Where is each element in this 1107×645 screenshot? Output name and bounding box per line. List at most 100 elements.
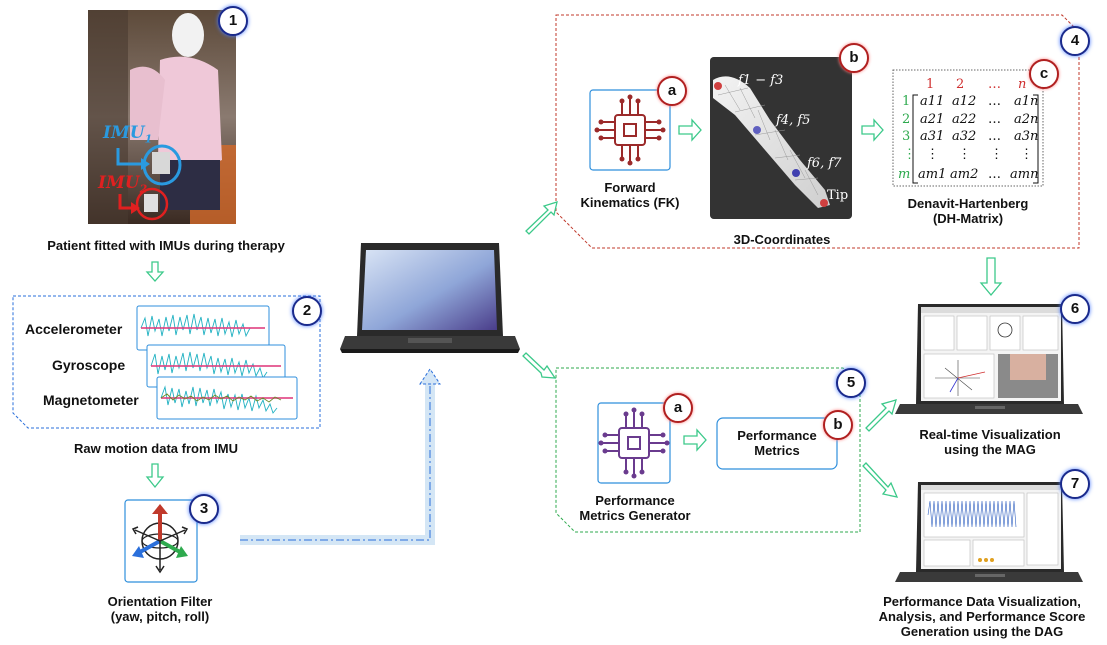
dh-cell: am2 [950, 167, 979, 182]
dag-laptop [895, 482, 1083, 582]
step-2-caption: Raw motion data from IMU [74, 441, 238, 456]
coords-caption: 3D-Coordinates [733, 232, 831, 247]
imu1-label: IMU1 [103, 123, 152, 145]
patient-photo [88, 10, 236, 224]
step-6-badge: 6 [1060, 294, 1090, 324]
wireless-path [240, 368, 441, 545]
dh-cell: a11 [920, 94, 945, 109]
step-2-badge: 2 [292, 296, 322, 326]
imu2-text: IMU [98, 173, 140, 193]
metrics-chip-icon [597, 402, 671, 484]
step-4a-badge: a [657, 76, 687, 106]
imu1-subscript: 1 [144, 132, 153, 146]
fk-caption-line2: Kinematics (FK) [580, 195, 680, 210]
imu1-text: IMU [103, 123, 145, 143]
dh-cell: ⋮ [926, 147, 939, 162]
dag-caption: Performance Data Visualization, Analysis… [862, 594, 1102, 639]
dh-cell: a1n [1014, 94, 1039, 109]
dh-cell: a21 [920, 112, 945, 127]
performance-metrics-label: Performance Metrics [717, 428, 837, 458]
step-3-caption-line1: Orientation Filter [107, 594, 213, 609]
step-4-badge: 4 [1060, 26, 1090, 56]
arrow-to-metrics [522, 352, 557, 379]
magnetometer-plot [156, 376, 298, 420]
dh-caption-line1: Denavit-Hartenberg [907, 196, 1029, 211]
arrow-to-fk [525, 201, 558, 235]
fk-section-frame [555, 14, 1080, 249]
arm-label-f4-f5: f4, f5 [776, 113, 811, 128]
imu2-label: IMU2 [98, 173, 147, 195]
arrow-raw-to-filter [145, 463, 165, 489]
dh-cell: a22 [952, 112, 977, 127]
step-3-caption: Orientation Filter (yaw, pitch, roll) [60, 594, 260, 624]
arrow-metrics-to-mag [865, 399, 897, 432]
dh-cell: ⋮ [990, 147, 1003, 162]
arrow-coords-to-dh [861, 118, 884, 142]
dh-row-header-3: 3 [902, 129, 911, 144]
arrow-fk-to-coords [678, 118, 702, 142]
gyroscope-label: Gyroscope [52, 357, 126, 373]
step-1-caption: Patient fitted with IMUs during therapy [47, 238, 285, 253]
metrics-generator-caption: Performance Metrics Generator [570, 493, 700, 523]
dh-matrix-frame [892, 69, 1044, 187]
dh-col-header-4: n [1018, 77, 1027, 92]
fk-caption-line1: Forward [604, 180, 656, 195]
performance-metrics-line2: Metrics [754, 443, 800, 458]
metrics-section-frame [555, 367, 861, 533]
dh-cell: a12 [952, 94, 977, 109]
dh-cell: ⋮ [1020, 147, 1033, 162]
orientation-filter-icon [124, 499, 198, 583]
dh-cell: ⋮ [958, 147, 971, 162]
arm-label-f6-f7: f6, f7 [807, 156, 842, 171]
dh-row-header-4: ⋮ [903, 147, 916, 162]
arm-model-image [710, 57, 852, 219]
dh-col-header-3: … [988, 77, 1001, 92]
arm-label-tip: Tip [827, 188, 849, 203]
step-5b-badge: b [823, 410, 853, 440]
dag-caption-line3: Generation using the DAG [900, 624, 1064, 639]
dh-row-header-2: 2 [902, 112, 911, 127]
step-7-badge: 7 [1060, 469, 1090, 499]
raw-data-frame [12, 295, 321, 429]
metrics-generator-line1: Performance [595, 493, 675, 508]
performance-metrics-box [716, 417, 838, 470]
dh-cell: a32 [952, 129, 977, 144]
central-laptop [340, 243, 520, 353]
step-4b-badge: b [839, 43, 869, 73]
arrow-dh-to-mag [979, 257, 1003, 297]
fk-caption: Forward Kinematics (FK) [570, 180, 690, 210]
arrow-photo-to-raw [145, 261, 165, 282]
accelerometer-label: Accelerometer [25, 321, 123, 337]
dh-cell: a3n [1014, 129, 1039, 144]
dh-cell: a31 [920, 129, 945, 144]
dh-row-header-1: 1 [902, 94, 911, 109]
dh-caption: Denavit-Hartenberg (DH-Matrix) [893, 196, 1043, 226]
dh-col-header-2: 2 [956, 77, 965, 92]
mag-caption: Real-time Visualization using the MAG [880, 427, 1100, 457]
dag-caption-line1: Performance Data Visualization, [883, 594, 1081, 609]
dh-row-header-5: m [898, 167, 911, 182]
mag-laptop [895, 304, 1083, 414]
dh-cell: … [988, 112, 1001, 127]
step-4c-badge: c [1029, 59, 1059, 89]
step-5-badge: 5 [836, 368, 866, 398]
metrics-generator-line2: Metrics Generator [579, 508, 691, 523]
mag-caption-line2: using the MAG [944, 442, 1036, 457]
dh-cell: amn [1010, 167, 1039, 182]
accelerometer-plot [136, 305, 270, 351]
dag-caption-line2: Analysis, and Performance Score [878, 609, 1086, 624]
dh-cell: … [988, 129, 1001, 144]
step-3-badge: 3 [189, 494, 219, 524]
mag-caption-line1: Real-time Visualization [919, 427, 1061, 442]
dh-caption-line2: (DH-Matrix) [932, 211, 1004, 226]
arm-label-f1-f3: f1 − f3 [738, 73, 784, 88]
magnetometer-label: Magnetometer [43, 392, 139, 408]
arrow-chip-to-metrics [683, 428, 707, 452]
step-5a-badge: a [663, 393, 693, 423]
step-3-caption-line2: (yaw, pitch, roll) [110, 609, 210, 624]
dh-cell: … [988, 94, 1001, 109]
arrow-metrics-to-dag [862, 462, 899, 498]
dh-col-header-1: 1 [926, 77, 935, 92]
step-1-badge: 1 [218, 6, 248, 36]
